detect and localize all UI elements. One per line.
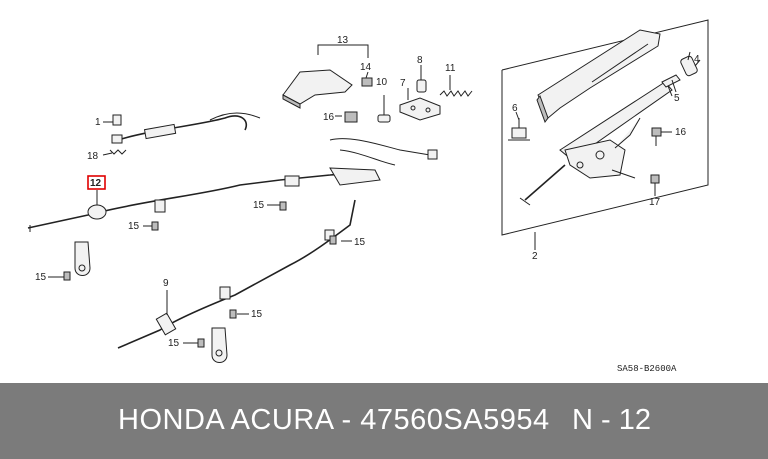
callout-1: 1 [95, 117, 101, 128]
parts-diagram: 1 2 4 5 6 7 8 9 10 11 12 13 14 15 15 15 … [27, 19, 709, 374]
callout-15-b: 15 [35, 272, 47, 283]
release-rod [661, 74, 681, 97]
callout-16-left: 16 [323, 112, 335, 123]
drawing-code: SA58-B2600A [617, 364, 677, 374]
bracket-lower-mid [211, 327, 228, 363]
callout-8: 8 [417, 55, 423, 66]
cable-upper-tail [209, 112, 261, 121]
callout-12: 12 [90, 178, 102, 189]
callout-6: 6 [512, 103, 518, 114]
leader-lines [48, 51, 691, 344]
callout-9: 9 [163, 278, 169, 289]
callout-13: 13 [337, 35, 349, 46]
callout-18: 18 [87, 151, 99, 162]
bolt-17-right [650, 174, 660, 192]
callout-4: 4 [694, 54, 700, 65]
bracket-7 [399, 97, 441, 121]
part-title: HONDA ACURA - 47560SA5954 [118, 404, 550, 436]
lever-mechanism [519, 81, 673, 206]
cover-13 [282, 44, 369, 109]
callout-17: 17 [649, 197, 661, 208]
clip-18 [109, 149, 127, 155]
callout-2: 2 [532, 251, 538, 262]
callout-15-d: 15 [354, 237, 366, 248]
callout-15-f: 15 [168, 338, 180, 349]
brake-switch [508, 118, 530, 141]
bushing-8 [416, 79, 427, 93]
nut-16-left [344, 111, 358, 123]
spring-11 [439, 90, 473, 97]
callout-5: 5 [674, 93, 680, 104]
lever-handle [536, 29, 661, 124]
release-button [680, 55, 701, 77]
callout-15-e: 15 [251, 309, 263, 320]
callout-10: 10 [376, 77, 388, 88]
bolts-15 [63, 201, 337, 348]
diagram-drawing: 1 2 4 5 6 7 8 9 10 11 12 13 14 15 15 15 … [27, 19, 709, 374]
cable-12 [27, 179, 281, 232]
callout-7: 7 [400, 78, 406, 89]
callout-11: 11 [445, 63, 456, 74]
callout-12-highlight [87, 175, 106, 190]
part-reference: N - 12 [572, 404, 651, 436]
callout-16-right: 16 [675, 127, 687, 138]
cable-upper [106, 114, 247, 144]
bolt-16-right [651, 127, 670, 146]
equalizer [279, 138, 438, 187]
callout-15-a: 15 [128, 221, 140, 232]
footer-bar [0, 383, 768, 459]
pin-10 [377, 114, 391, 123]
nut-14 [361, 77, 373, 87]
bracket-lower-left [74, 241, 91, 276]
callout-15-c: 15 [253, 200, 265, 211]
callout-14: 14 [360, 62, 372, 73]
